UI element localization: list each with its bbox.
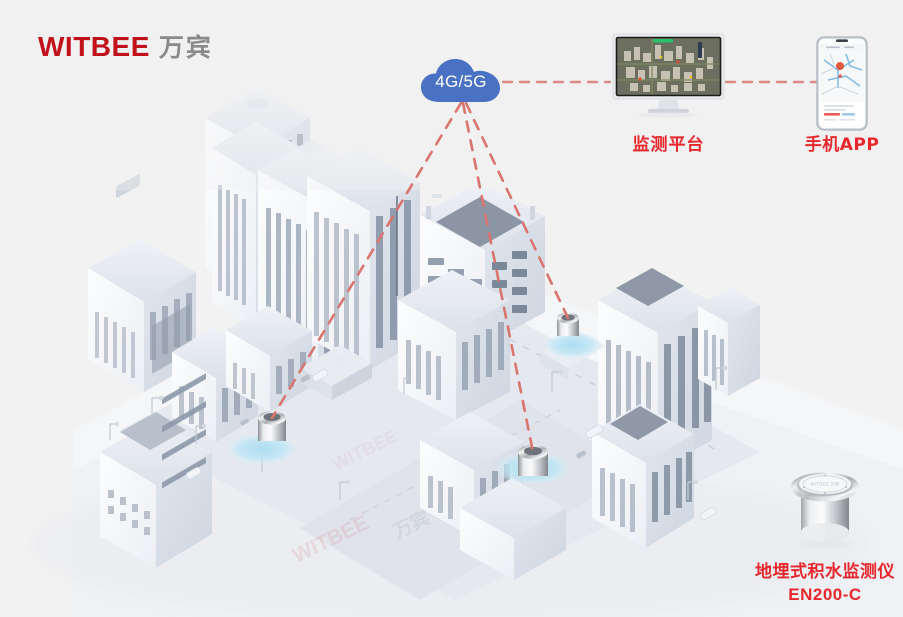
mobile-app-label: 手机APP [804, 135, 880, 155]
building-far-right [698, 288, 760, 396]
building-foreground-bottom [460, 478, 566, 580]
brand-logo: WITBEE 万宾 [38, 28, 213, 64]
building-low-left [88, 174, 196, 392]
cloud-label: 4G/5G [435, 72, 487, 91]
building-right-lower [592, 404, 694, 548]
link-cloud-to-sensor-2 [461, 101, 535, 454]
street-furniture [109, 367, 724, 500]
building-center-lower [398, 270, 510, 420]
building-midleft-b [226, 306, 312, 412]
buried-water-sensor-icon: WITBEE 万宾 [791, 472, 859, 549]
smartphone-icon [816, 36, 868, 131]
link-cloud-to-sensor-3 [464, 101, 570, 320]
link-cloud-to-sensor-1 [270, 101, 463, 420]
monitoring-platform-label: 监测平台 [632, 135, 705, 155]
brand-name-en: WITBEE [38, 31, 150, 62]
product-device[interactable]: WITBEE 万宾 [782, 462, 868, 550]
monitoring-platform-device[interactable] [612, 33, 725, 118]
sensor-unit-2 [497, 444, 569, 484]
product-model: EN200-C [788, 585, 862, 604]
mobile-app-device[interactable] [816, 36, 868, 131]
brand-name-cn: 万宾 [158, 33, 213, 62]
building-lowleft-block [100, 373, 212, 568]
desktop-monitor-icon [612, 33, 725, 118]
product-label: 地埋式积水监测仪 EN200-C [710, 557, 903, 605]
product-name: 地埋式积水监测仪 [755, 562, 895, 582]
cloud-network-node: 4G/5G [419, 55, 503, 105]
building-center-hero [420, 182, 545, 345]
building-slab-right-back [307, 148, 420, 370]
cloud-icon [421, 59, 500, 102]
svg-text:WITBEE 万宾: WITBEE 万宾 [810, 480, 839, 487]
